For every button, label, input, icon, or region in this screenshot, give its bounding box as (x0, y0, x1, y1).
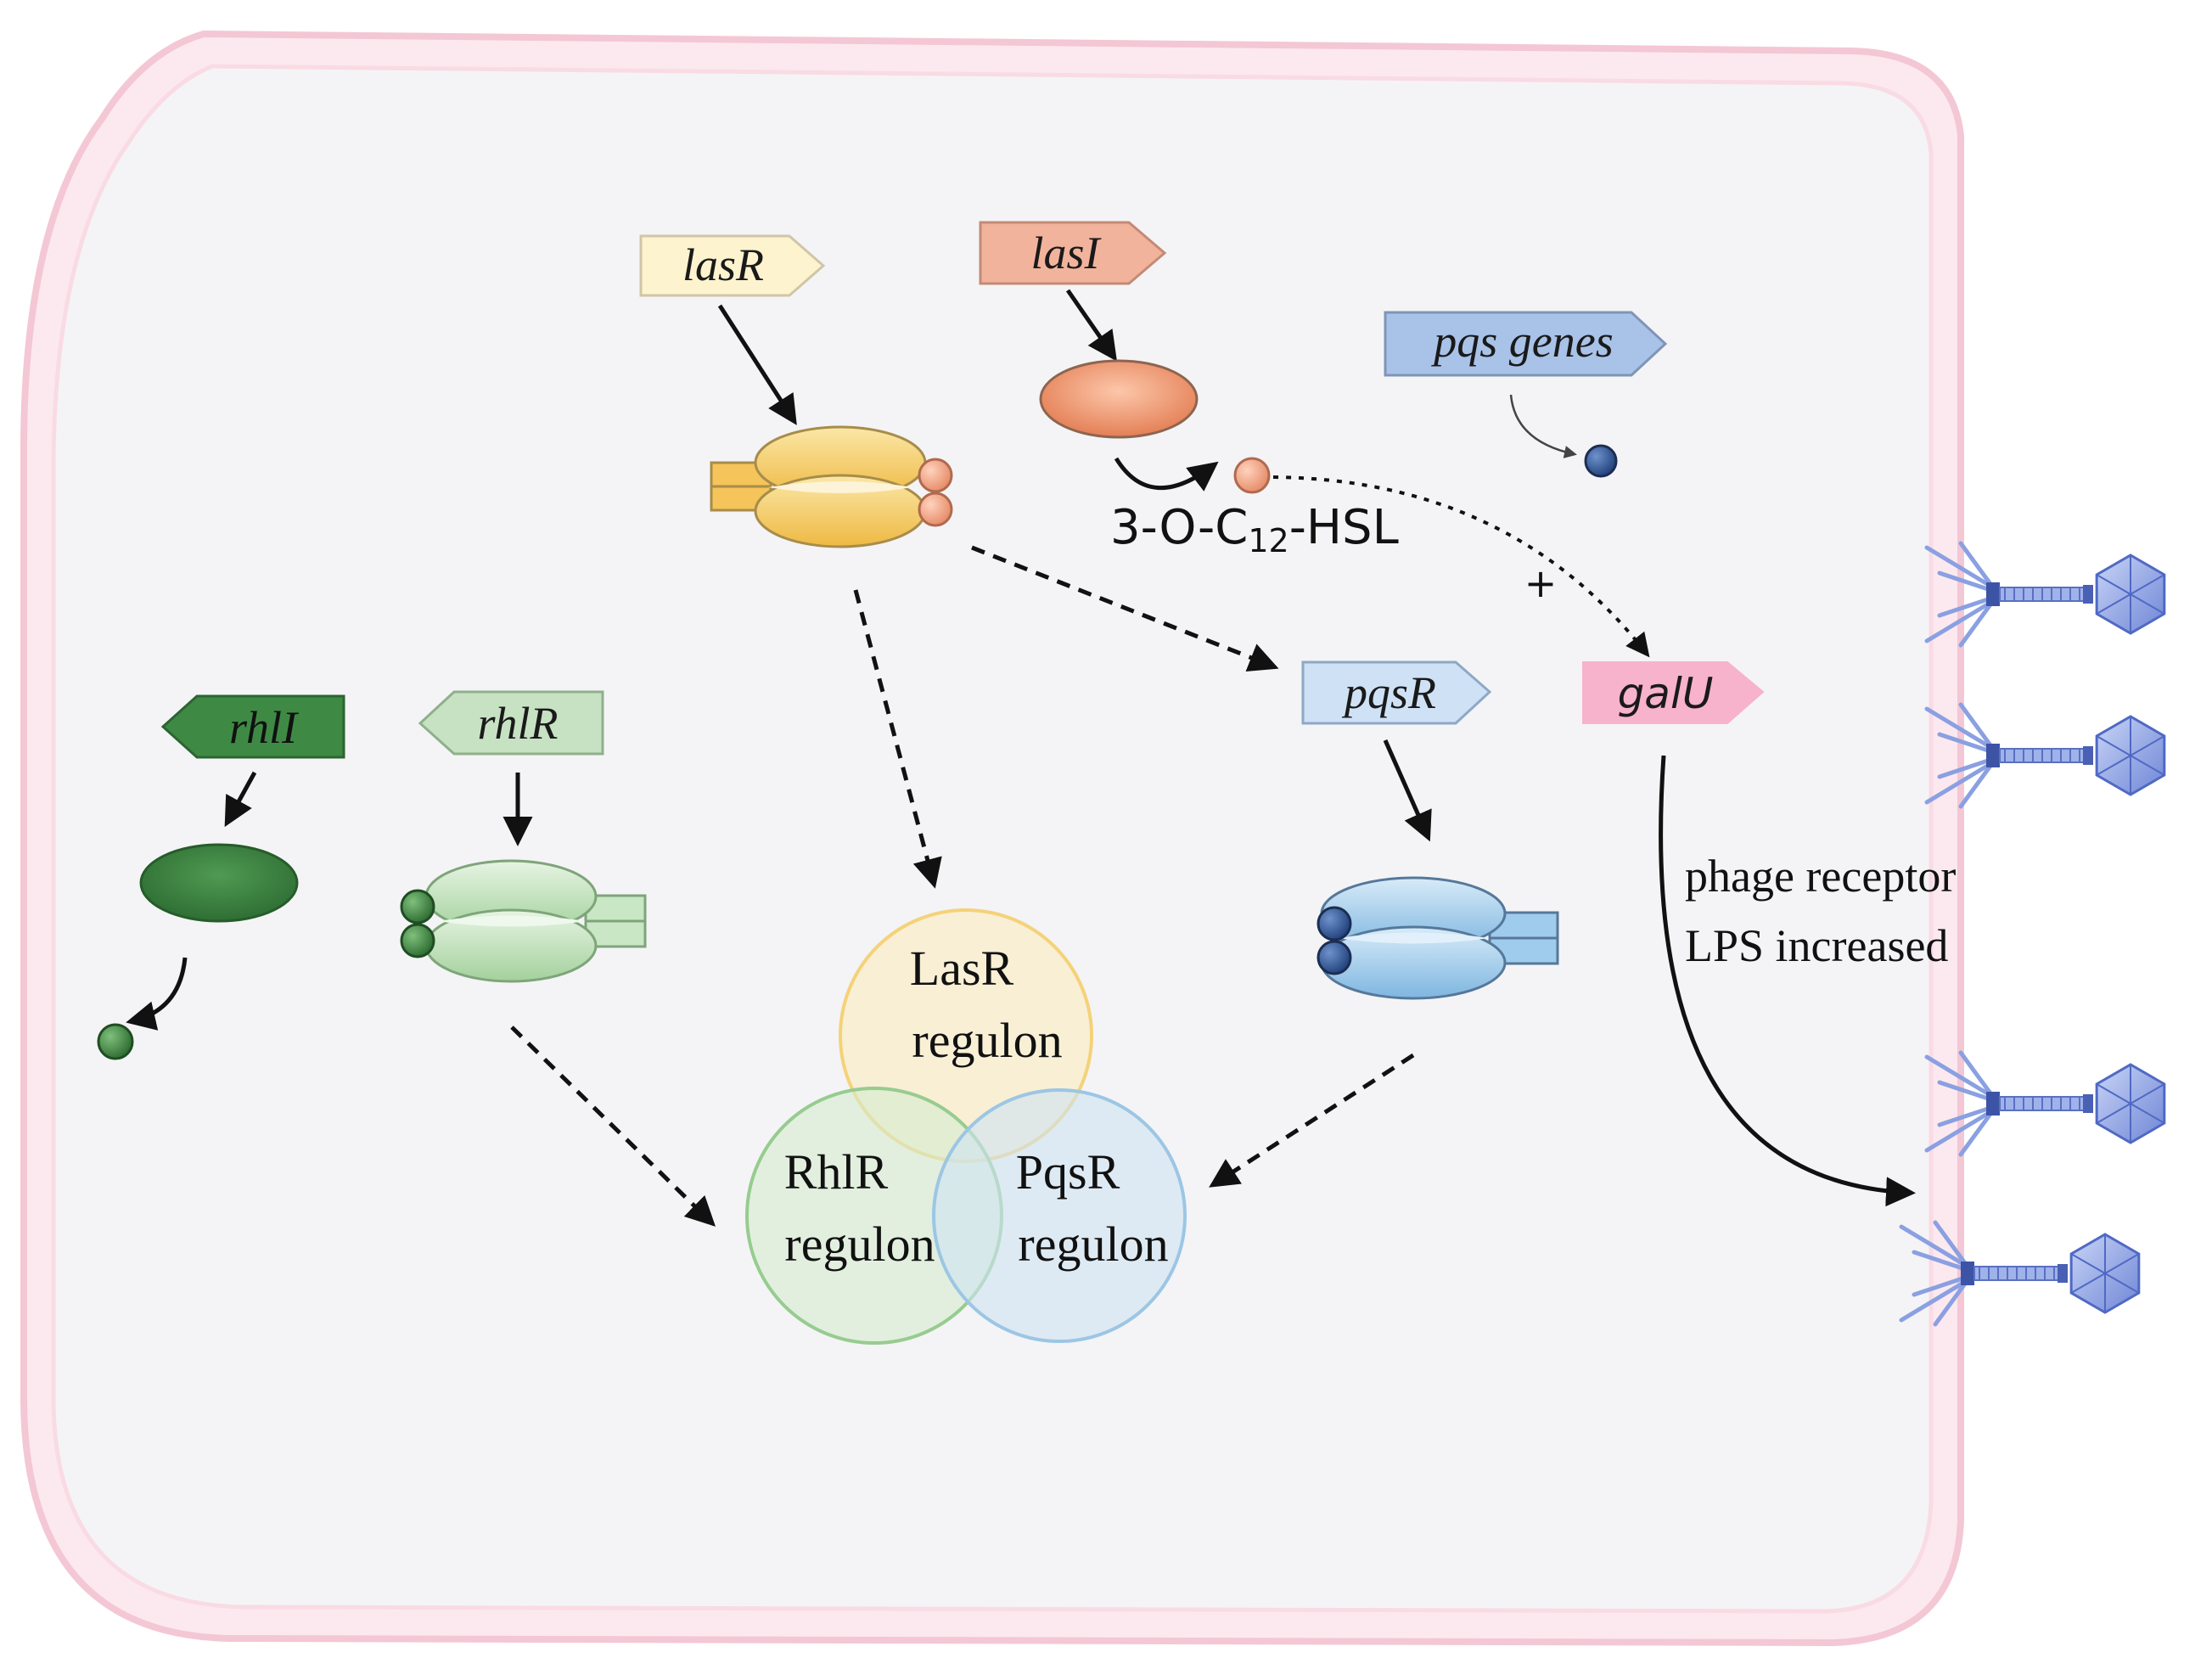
rhlR-gene: rhlR (418, 690, 604, 756)
dotted-arrow-hsl-to-galU (1272, 475, 1650, 658)
rhlR-bound-signal-2 (400, 923, 435, 958)
signal-label: 3-O-C12-HSL (1110, 500, 1399, 559)
dashed-arrow-pqsR-to-regulon (1209, 1053, 1415, 1188)
lasR-bound-signal-2 (918, 492, 953, 527)
galU-gene: galU (1582, 661, 1765, 724)
pqs-regulon-line1: PqsR (1016, 1144, 1120, 1200)
arrow-pqs-genes-to-pqs-signal (1509, 394, 1577, 458)
lasR-gene: lasR (639, 234, 826, 297)
pqsR-gene: pqsR (1301, 660, 1492, 725)
pqs-genes-label: pqs genes (1430, 316, 1613, 367)
lasR-gene-label: lasR (682, 239, 764, 290)
las-regulon-line2: regulon (912, 1013, 1062, 1068)
rhlI-synthase-protein (139, 843, 299, 923)
galU-gene-label: galU (1618, 669, 1714, 718)
bacteriophage (1924, 541, 2166, 648)
pqs-regulon-line2: regulon (1018, 1217, 1168, 1272)
dashed-arrow-lasR-to-pqsR (971, 545, 1279, 672)
rhlR-dimer-protein (400, 859, 647, 983)
las-regulon-line1: LasR (910, 941, 1014, 996)
rhlR-gene-label: rhlR (477, 698, 558, 749)
arrow-lasR-to-protein (717, 304, 797, 425)
lasI-gene: lasI (979, 221, 1167, 285)
pqsR-dimer-protein (1317, 876, 1559, 1000)
arrow-galU-to-phage-receptor (1659, 755, 1916, 1207)
dashed-arrow-lasR-to-las-regulon (853, 589, 942, 889)
rhl-regulon-line1: RhlR (784, 1144, 889, 1200)
phage-layer (1899, 541, 2166, 1327)
rhlI-gene-label: rhlI (229, 702, 300, 753)
lasR-dimer-protein (710, 425, 953, 548)
bacteriophage (1899, 1220, 2141, 1327)
rhl-regulon-line2: regulon (784, 1217, 935, 1272)
rhl-signal-molecule (97, 1023, 134, 1060)
arrow-rhlI-synthesis (126, 957, 188, 1031)
lasR-bound-signal-1 (918, 458, 953, 493)
arrow-rhlI-to-protein (224, 771, 257, 828)
cell-inner-membrane (51, 64, 1934, 1614)
phage-text-line1: phage receptor (1685, 851, 1956, 902)
pqs-signal-molecule (1584, 444, 1618, 478)
pqsR-bound-signal-1 (1317, 906, 1352, 941)
lasI-gene-label: lasI (1031, 228, 1103, 278)
lasI-synthase-protein (1039, 359, 1199, 439)
bacteriophage (1924, 702, 2166, 809)
phage-text-line2: LPS increased (1685, 920, 1948, 971)
pqs-genes-gene: pqs genes (1384, 311, 1668, 377)
dashed-arrow-rhlR-to-regulon (510, 1026, 716, 1227)
arrow-lasI-to-protein (1065, 289, 1117, 362)
rhlI-gene: rhlI (160, 694, 345, 759)
arrow-pqsR-to-protein (1383, 739, 1432, 842)
hsl-signal-molecule (1233, 457, 1271, 494)
arrow-lasI-synthesis (1114, 457, 1219, 492)
pqsR-gene-label: pqsR (1341, 667, 1436, 718)
pqsR-bound-signal-2 (1317, 940, 1352, 975)
regulon-venn: LasR regulon RhlR regulon PqsR regulon (745, 908, 1187, 1345)
bacteriophage (1924, 1050, 2166, 1157)
rhlR-bound-signal-1 (400, 889, 435, 924)
pqs-regulon-circle (932, 1088, 1187, 1343)
activation-plus-sign: + (1524, 560, 1558, 606)
